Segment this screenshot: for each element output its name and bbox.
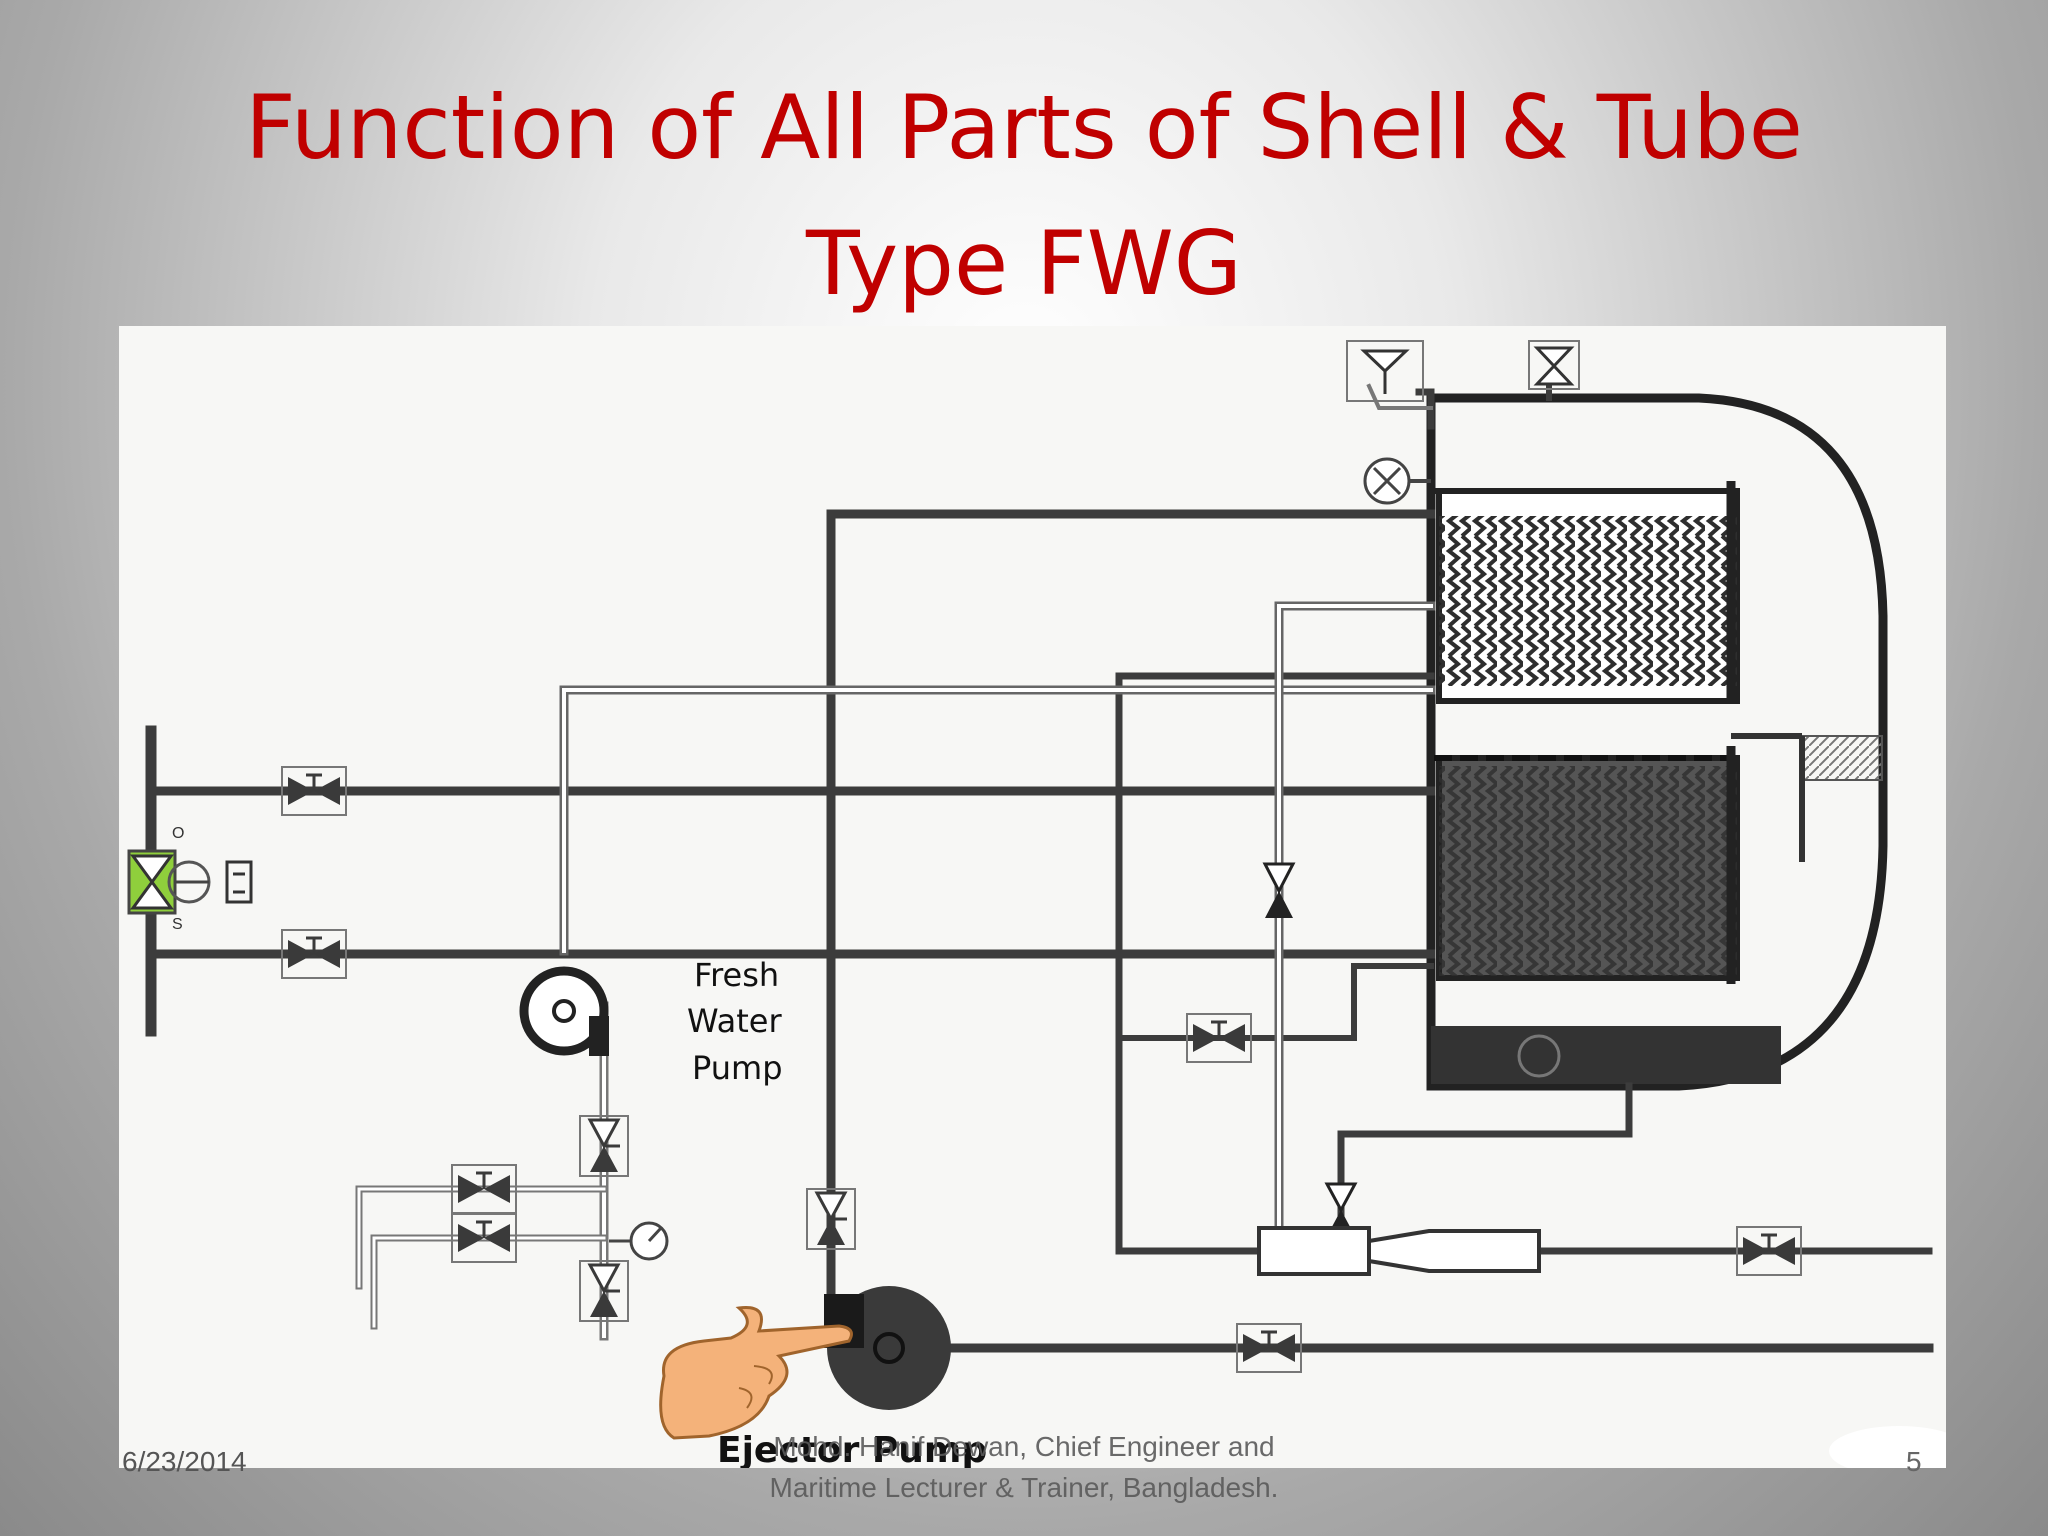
slide-page-number: 5 [1906, 1446, 1922, 1477]
fwg-schematic-diagram: O S [119, 326, 1946, 1468]
fresh-water-pump-label: Fresh Water Pump [687, 956, 783, 1087]
author-line-1: Mohd. Hanif Dewan, Chief Engineer and [773, 1431, 1275, 1462]
ejector-discharge-valve [1735, 1225, 1803, 1277]
ejector-pump [824, 1286, 951, 1410]
brine-valve [1185, 1012, 1253, 1064]
pressure-gauge-icon [609, 1221, 669, 1261]
evaporator-shell [1426, 393, 1888, 1091]
pointing-hand-icon [659, 1305, 853, 1440]
bypass-valve-lower [450, 1212, 518, 1264]
fresh-water-check-valve [578, 1114, 630, 1178]
slide-date: 6/23/2014 [122, 1446, 247, 1477]
jacket-inlet-valve [280, 765, 348, 817]
ejector-pump-label: Ejector Pump [717, 1430, 987, 1468]
svg-text:S: S [172, 916, 183, 933]
svg-text:Water: Water [687, 1002, 782, 1040]
jacket-outlet-valve [280, 928, 348, 980]
bypass-valve-upper [450, 1163, 518, 1215]
vacuum-gauge-icon [1363, 457, 1431, 505]
non-return-valve [1262, 862, 1296, 918]
condenser-tube-bundle [1434, 481, 1740, 704]
svg-text:Fresh: Fresh [694, 956, 779, 994]
heater-tube-bundle [1434, 746, 1740, 984]
safety-relief-valve [1346, 340, 1424, 402]
ejector-pump-discharge-valve [1235, 1322, 1303, 1374]
fresh-water-outlet-valve [578, 1259, 630, 1323]
author-line-2: Maritime Lecturer & Trainer, Bangladesh. [769, 1472, 1279, 1503]
slide-title: Function of All Parts of Shell & Tube Ty… [245, 76, 1803, 315]
three-way-control-valve: O S [127, 825, 253, 933]
slide-author: Mohd. Hanif Dewan, Chief Engineer and Ma… [700, 1426, 1348, 1508]
sea-water-inlet-valve [805, 1187, 857, 1251]
svg-text:Pump: Pump [692, 1049, 783, 1087]
svg-text:O: O [172, 825, 184, 842]
fresh-water-pump [519, 966, 609, 1056]
ejector [1257, 1226, 1541, 1276]
vacuum-breaker-valve [1528, 340, 1580, 390]
